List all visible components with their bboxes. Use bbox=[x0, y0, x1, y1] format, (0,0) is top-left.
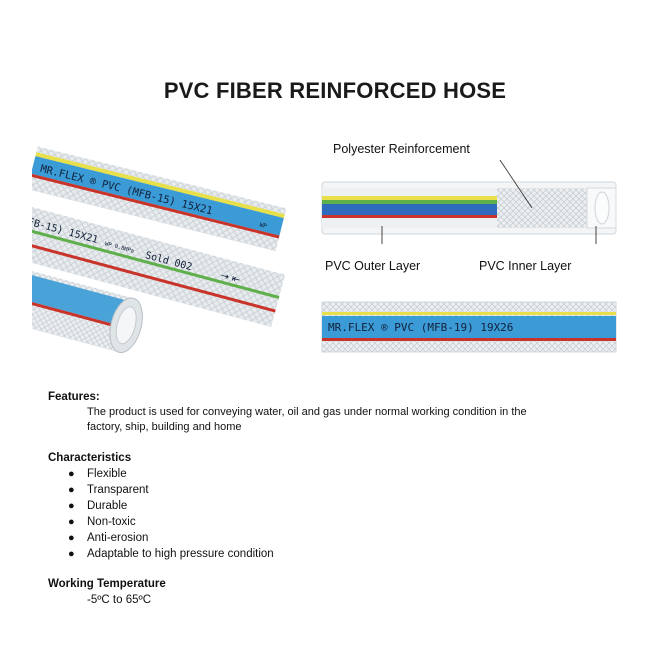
bullet-icon: ● bbox=[68, 484, 75, 496]
reinforcement-layer bbox=[497, 188, 587, 228]
hose-bore bbox=[115, 306, 137, 345]
page-title: PVC FIBER REINFORCED HOSE bbox=[163, 78, 507, 103]
hose-bore bbox=[594, 191, 610, 225]
list-item: ●Transparent bbox=[68, 484, 149, 496]
bullet-icon: ● bbox=[68, 516, 75, 528]
features-text-line-2: factory, ship, building and home bbox=[87, 421, 242, 433]
label-pvc-inner-layer: PVC Inner Layer bbox=[479, 259, 572, 273]
hose-1-print-tail: WP bbox=[259, 221, 268, 230]
list-item: ●Durable bbox=[68, 500, 128, 512]
characteristics-list: ●Flexible ●Transparent ●Durable ●Non-tox… bbox=[48, 466, 274, 562]
list-item: ●Flexible bbox=[68, 468, 127, 480]
red-stripe bbox=[322, 215, 497, 218]
characteristics-heading: Characteristics bbox=[48, 452, 132, 464]
label-polyester-reinforcement: Polyester Reinforcement bbox=[333, 142, 470, 156]
leader-line-reinforcement bbox=[499, 159, 533, 209]
working-temperature-heading: Working Temperature bbox=[48, 578, 166, 590]
features-text-line-1: The product is used for conveying water,… bbox=[87, 406, 527, 418]
yellow-stripe bbox=[322, 312, 616, 315]
bullet-icon: ● bbox=[68, 500, 75, 512]
bullet-icon: ● bbox=[68, 532, 75, 544]
working-temperature-value: -5ºC to 65ºC bbox=[87, 594, 152, 606]
red-stripe bbox=[322, 338, 616, 341]
yellow-stripe bbox=[35, 152, 285, 219]
characteristics-section: Characteristics ●Flexible ●Transparent ●… bbox=[48, 450, 274, 562]
label-pvc-outer-layer: PVC Outer Layer bbox=[325, 259, 421, 273]
red-stripe bbox=[32, 173, 280, 239]
working-temperature-section: Working Temperature -5ºC to 65ºC bbox=[48, 576, 166, 608]
bullet-icon: ● bbox=[68, 468, 75, 480]
hose-photos: MR.FLEX ® PVC (MFB-15) 15X21 WP FB-15) 1… bbox=[32, 146, 287, 354]
bullet-icon: ● bbox=[68, 548, 75, 560]
features-heading: Features: bbox=[48, 391, 100, 403]
hose-3 bbox=[32, 271, 143, 354]
red-stripe bbox=[32, 241, 276, 313]
list-item: ●Anti-erosion bbox=[68, 532, 149, 544]
features-section: Features: The product is used for convey… bbox=[48, 390, 628, 435]
hose-1: MR.FLEX ® PVC (MFB-15) 15X21 WP bbox=[32, 146, 287, 252]
blue-stripe bbox=[32, 156, 284, 236]
list-item: ●Non-toxic bbox=[68, 516, 136, 528]
hose-4-print: MR.FLEX ® PVC (MFB-19) 19X26 bbox=[328, 321, 513, 334]
hose-layer-diagram: MR.FLEX ® PVC (MFB-19) 19X26 bbox=[321, 159, 617, 353]
green-stripe bbox=[322, 200, 497, 204]
arrows-icon: → ⇤ bbox=[219, 270, 241, 286]
yellow-stripe bbox=[322, 196, 497, 200]
red-stripe bbox=[32, 299, 126, 331]
blue-stripe bbox=[322, 204, 497, 215]
blue-stripe bbox=[32, 274, 133, 328]
green-stripe bbox=[32, 228, 280, 299]
list-item: ●Adaptable to high pressure condition bbox=[68, 548, 274, 560]
blue-stripe bbox=[322, 316, 616, 338]
